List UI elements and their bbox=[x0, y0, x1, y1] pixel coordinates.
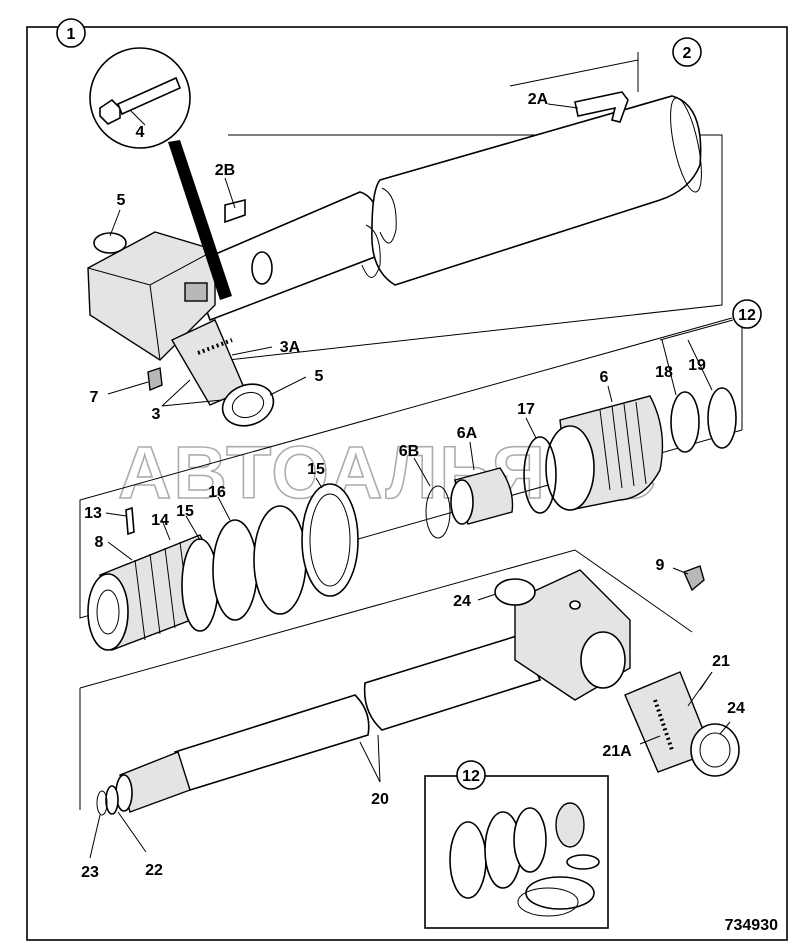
bushing-3-end bbox=[221, 383, 275, 427]
kit-ring-3 bbox=[517, 887, 579, 917]
bushing-3A-groove bbox=[197, 338, 233, 355]
label-2B: 2B bbox=[215, 162, 235, 179]
piston-seal-assembly bbox=[79, 317, 743, 651]
port-2B-fitting bbox=[224, 198, 246, 224]
label-21: 21 bbox=[712, 653, 730, 670]
rod-tube-right bbox=[363, 634, 542, 731]
svg-text:2: 2 bbox=[683, 45, 692, 62]
bushing-21-end bbox=[690, 723, 740, 777]
seal-kit-frame bbox=[424, 775, 609, 929]
seal-kit-inset bbox=[424, 775, 609, 929]
bushing-21A-groove bbox=[653, 699, 674, 751]
washer-23 bbox=[96, 790, 108, 816]
callout-circle-12: 12 bbox=[732, 299, 762, 329]
label-2A: 2A bbox=[528, 91, 549, 108]
kit-seal-4 bbox=[555, 802, 585, 848]
label-21A: 21A bbox=[602, 743, 632, 760]
label-18: 18 bbox=[655, 364, 673, 381]
svg-text:1: 1 bbox=[67, 26, 76, 43]
callout-circle-2: 2 bbox=[672, 37, 702, 67]
barrel-assembly bbox=[87, 47, 723, 427]
rod-group-bracket bbox=[79, 549, 693, 689]
rod-eye-bore bbox=[580, 631, 626, 689]
piston-group-bracket bbox=[79, 317, 743, 619]
port-2A-fitting bbox=[574, 91, 629, 123]
label-3: 3 bbox=[152, 406, 161, 423]
barrel-end-ring bbox=[670, 97, 702, 193]
detail-pointer bbox=[168, 140, 232, 300]
barrel-boss-port bbox=[251, 251, 273, 285]
barrel-break-right bbox=[379, 187, 397, 244]
ring-18 bbox=[670, 391, 700, 453]
rod-tube-left bbox=[173, 694, 370, 791]
label-4: 4 bbox=[136, 124, 145, 141]
label-15-left: 15 bbox=[176, 503, 194, 520]
head-port-fitting bbox=[184, 282, 208, 302]
callout-circle-1: 1 bbox=[56, 18, 86, 48]
ring-19 bbox=[707, 387, 737, 449]
label-23: 23 bbox=[81, 864, 99, 881]
label-9: 9 bbox=[656, 557, 665, 574]
seal-14 bbox=[181, 538, 219, 632]
label-6: 6 bbox=[600, 369, 609, 386]
label-6B: 6B bbox=[399, 443, 419, 460]
rod-assembly bbox=[79, 549, 740, 816]
circlip-6B bbox=[425, 485, 451, 539]
callout-circle-12-inset: 12 bbox=[456, 760, 486, 790]
kit-seal-1 bbox=[449, 821, 487, 899]
o-ring-17 bbox=[523, 436, 557, 514]
seal-16 bbox=[212, 519, 258, 621]
seal-15-b bbox=[301, 483, 359, 597]
barrel-group-bracket bbox=[227, 134, 723, 361]
kit-ring-2 bbox=[525, 876, 595, 910]
label-15-right: 15 bbox=[307, 461, 325, 478]
svg-text:12: 12 bbox=[738, 307, 756, 324]
outer-frame bbox=[26, 26, 788, 941]
seal-ring-5-top bbox=[93, 232, 127, 254]
label-5-top: 5 bbox=[117, 192, 126, 209]
kit-seal-3 bbox=[513, 807, 547, 873]
label-24-bushing: 24 bbox=[727, 700, 745, 717]
label-19: 19 bbox=[688, 357, 706, 374]
nut-22 bbox=[105, 785, 119, 815]
label-7: 7 bbox=[90, 389, 99, 406]
label-16: 16 bbox=[208, 484, 226, 501]
gland-8-face bbox=[87, 573, 129, 651]
piston-6-face bbox=[545, 425, 595, 511]
label-20: 20 bbox=[371, 791, 389, 808]
bolt-4-head bbox=[99, 98, 121, 125]
label-17: 17 bbox=[517, 401, 535, 418]
grease-nipple-7 bbox=[147, 367, 163, 392]
pin-13 bbox=[125, 506, 135, 536]
drawing-number: 734930 bbox=[725, 917, 778, 934]
grease-nipple-9 bbox=[683, 565, 705, 592]
barrel-tube-right bbox=[371, 95, 702, 286]
label-22: 22 bbox=[145, 862, 163, 879]
label-13: 13 bbox=[84, 505, 102, 522]
kit-ring-1 bbox=[566, 854, 600, 870]
leader-lines bbox=[89, 52, 734, 859]
seal-15-a bbox=[253, 505, 307, 615]
label-24-top: 24 bbox=[453, 593, 471, 610]
svg-text:12: 12 bbox=[462, 768, 480, 785]
seal-ring-24-top bbox=[494, 578, 536, 606]
label-14: 14 bbox=[151, 512, 169, 529]
label-3A: 3A bbox=[280, 339, 301, 356]
barrel-break-left bbox=[361, 224, 381, 278]
label-8: 8 bbox=[95, 534, 104, 551]
label-6A: 6A bbox=[457, 425, 478, 442]
bolt-4-shank bbox=[116, 76, 182, 116]
label-5-bushing: 5 bbox=[315, 368, 324, 385]
